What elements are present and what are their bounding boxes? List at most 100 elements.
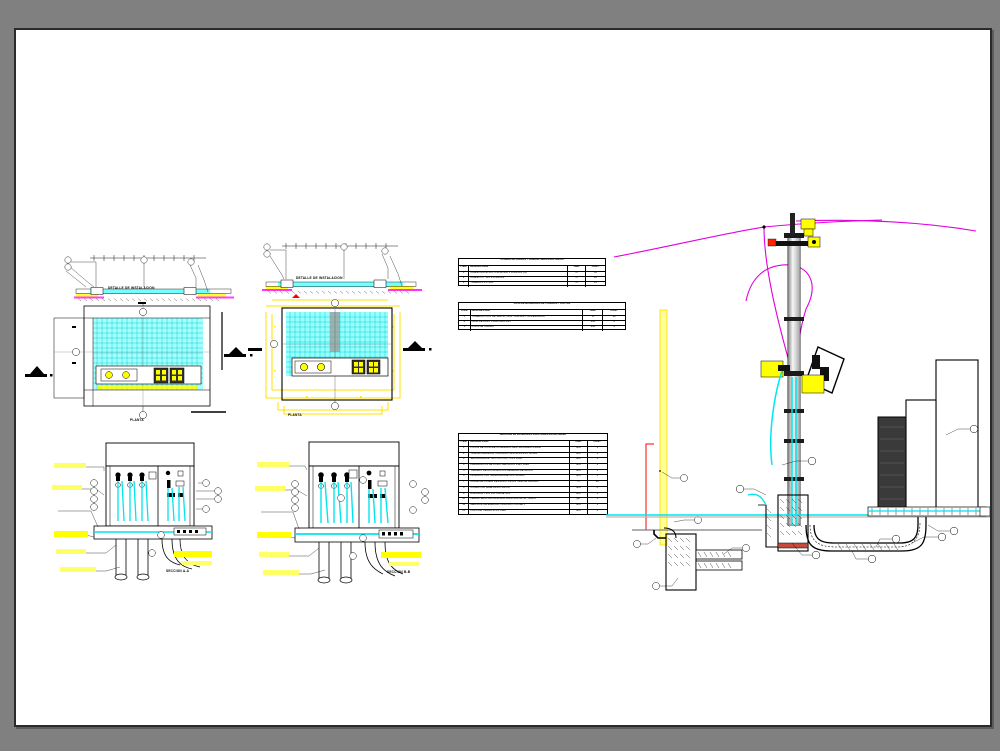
section-arrow-center-left bbox=[248, 348, 262, 351]
building-elevation bbox=[867, 359, 990, 517]
table-row: 2 TRANSFORMADOR TRIFASICO 10/0.40-0.23 k… bbox=[459, 452, 607, 459]
elev-center-meter bbox=[366, 470, 388, 498]
cell-und: und bbox=[570, 452, 588, 458]
view-pole-section bbox=[606, 195, 990, 564]
cell-cant: 12 bbox=[594, 282, 597, 284]
cell-und: m bbox=[568, 272, 586, 276]
cell-desc: TABLERO DE DISTRIBUCION GENERAL METALICO bbox=[469, 469, 570, 475]
cell-desc: SECCIONADOR TIPO CUT-OUT 27kV 100A bbox=[469, 458, 570, 464]
th-und: UND. bbox=[570, 441, 588, 446]
elev-left-meter bbox=[165, 470, 185, 497]
cell-item: 3 bbox=[459, 282, 470, 287]
cell-desc: POZO DE TIERRA bbox=[471, 326, 584, 331]
elev-left-conduits bbox=[115, 538, 201, 575]
transformer-assembly bbox=[760, 346, 845, 394]
table-row: 2 CAJA DE PASO 0.40x0.40x0.50m und 2 bbox=[459, 321, 625, 326]
table-row: 9 AISLADOR TIPO PIN CLASE 56-2 und 3 bbox=[459, 492, 607, 499]
center-plan-section-title: DETALLE DE INSTALACION bbox=[296, 276, 343, 280]
table-materials: RELACION DE MATERIALES PARA SUBESTACION … bbox=[458, 433, 608, 516]
table-materials-title: RELACION DE MATERIALES PARA SUBESTACION … bbox=[499, 434, 567, 436]
cell-cant: 1 bbox=[596, 475, 599, 478]
cell-desc: CABLE DE COBRE DESNUDO 35mm2 TEMPLE BLAN… bbox=[469, 481, 570, 486]
cell-desc: POZO DE TIERRA R<25 OHM bbox=[469, 509, 570, 516]
table-ducts-header: ITEM DESCRIPCION UND. CANT. bbox=[459, 310, 625, 316]
underground-duct-bank bbox=[805, 517, 927, 552]
drawing-sheet: DETALLE DE INSTALACION PLANTA bbox=[14, 28, 992, 727]
elev-left-title: SECCION A-A bbox=[166, 569, 190, 573]
cell-item: 3 bbox=[459, 458, 470, 464]
elev-left-breakers bbox=[115, 471, 157, 488]
cell-item: 3 bbox=[459, 326, 471, 331]
pole-foundation bbox=[747, 493, 809, 552]
cell-desc: MEDIDOR DE ENERGIA TRIFASICO CLASE 1 bbox=[469, 503, 570, 509]
elev-left-highlight-labels bbox=[52, 463, 212, 572]
cell-cant: 1 bbox=[596, 469, 599, 472]
cell-item: 4 bbox=[459, 464, 470, 469]
cell-item: 2 bbox=[459, 321, 471, 325]
cell-item: 8 bbox=[459, 486, 470, 492]
table-row: 3 SECCIONADOR TIPO CUT-OUT 27kV 100A und… bbox=[459, 458, 607, 465]
left-plan-section-strip bbox=[64, 255, 234, 302]
cell-cant: 1 bbox=[596, 503, 599, 506]
cell-desc: TUBERIA PVC-P DE 100mm, INCL. CURVAS Y A… bbox=[471, 316, 584, 320]
center-plan-body bbox=[270, 294, 393, 410]
th-und: UND. bbox=[568, 266, 586, 271]
th-desc: DESCRIPCION bbox=[471, 310, 584, 315]
cell-und: und bbox=[570, 509, 588, 516]
elev-center-bubbles bbox=[291, 476, 429, 560]
cell-und: und bbox=[570, 469, 588, 475]
elev-left-bubbles bbox=[90, 479, 222, 557]
th-item: ITEM bbox=[459, 310, 471, 315]
cell-item: 1 bbox=[459, 272, 470, 276]
left-plan-section-title: DETALLE DE INSTALACION bbox=[108, 286, 155, 290]
cell-und: m bbox=[570, 481, 588, 486]
pole-top-hardware bbox=[767, 213, 821, 248]
view-plan-left: DETALLE DE INSTALACION PLANTA bbox=[46, 240, 256, 422]
cell-desc: CONECTOR BIMETALICO AL-CU bbox=[469, 486, 570, 492]
section-arrow-left-plan bbox=[221, 312, 253, 370]
th-cant: CANT. bbox=[593, 441, 602, 443]
table-row: 2 CABLE NYY 1Kv 3-1x16mm2 m 28 bbox=[459, 277, 605, 282]
table-row: 3 TUBERIA PVC-SAP m 12 bbox=[459, 282, 605, 287]
cell-cant: 3 bbox=[596, 464, 599, 467]
table-row: 11 MEDIDOR DE ENERGIA TRIFASICO CLASE 1 … bbox=[459, 503, 607, 510]
th-item: ITEM bbox=[459, 441, 470, 446]
cell-und: m bbox=[583, 316, 604, 320]
cell-item: 7 bbox=[459, 481, 470, 486]
table-cables-title: CUADRO DE CARGAS Y CONDUCTORES ELECTRICO… bbox=[500, 259, 564, 261]
pole-cyan-cables bbox=[769, 370, 797, 525]
center-plan-yellow-dots bbox=[274, 326, 394, 398]
cell-und: m bbox=[568, 277, 586, 281]
cell-desc: INTERRUPTOR TERMOMAGNETICO 3x100A bbox=[469, 475, 570, 481]
cell-item: 2 bbox=[459, 277, 470, 281]
cell-und: glb bbox=[570, 498, 588, 503]
view-elev-center: SECCION B-B bbox=[241, 422, 461, 592]
cell-cant: 3 bbox=[596, 458, 599, 461]
cell-item: 6 bbox=[459, 475, 470, 481]
cell-und: m bbox=[568, 282, 586, 287]
cell-und: und bbox=[583, 321, 604, 325]
cell-desc: AISLADOR TIPO PIN CLASE 56-2 bbox=[469, 492, 570, 498]
table-ducts-title-row: LISTA DE MATERIALES DE TUBERIAS Y DUCTOS bbox=[459, 303, 625, 310]
cell-desc: CABLE N2XOH 1Kv 3-1x35mm2 + 1x16mm2 (N) bbox=[469, 272, 569, 276]
elev-center-title: SECCION B-B bbox=[387, 570, 411, 574]
cell-und: und bbox=[570, 464, 588, 469]
cell-desc: TUBERIA PVC-SAP bbox=[469, 282, 569, 287]
cell-und: und bbox=[570, 458, 588, 464]
table-row: 5 TABLERO DE DISTRIBUCION GENERAL METALI… bbox=[459, 469, 607, 476]
cell-und: und bbox=[570, 486, 588, 492]
table-cables-header: ITEM DESCRIPCION UND. CANT. bbox=[459, 266, 605, 272]
table-row: 1 CABLE N2XOH 1Kv 3-1x35mm2 + 1x16mm2 (N… bbox=[459, 272, 605, 277]
th-cant: CANT. bbox=[591, 266, 600, 268]
view-riser-detail bbox=[632, 282, 762, 591]
cell-desc: POSTE DE CONCRETO ARMADO CENTRIFUGADO 13… bbox=[469, 447, 570, 452]
table-materials-title-row: RELACION DE MATERIALES PARA SUBESTACION … bbox=[459, 434, 607, 441]
cell-desc: FERRETERIA GALVANIZADA PARA SOPORTE, TRA… bbox=[469, 498, 570, 503]
cell-cant: 2 bbox=[613, 321, 615, 323]
th-cant: CANT. bbox=[610, 310, 618, 312]
center-plan-title: PLANTA bbox=[288, 413, 302, 417]
cell-cant: 1 bbox=[613, 326, 615, 328]
cell-und: und bbox=[583, 326, 604, 331]
cell-cant: 1 bbox=[596, 498, 599, 501]
cell-item: 5 bbox=[459, 469, 470, 475]
